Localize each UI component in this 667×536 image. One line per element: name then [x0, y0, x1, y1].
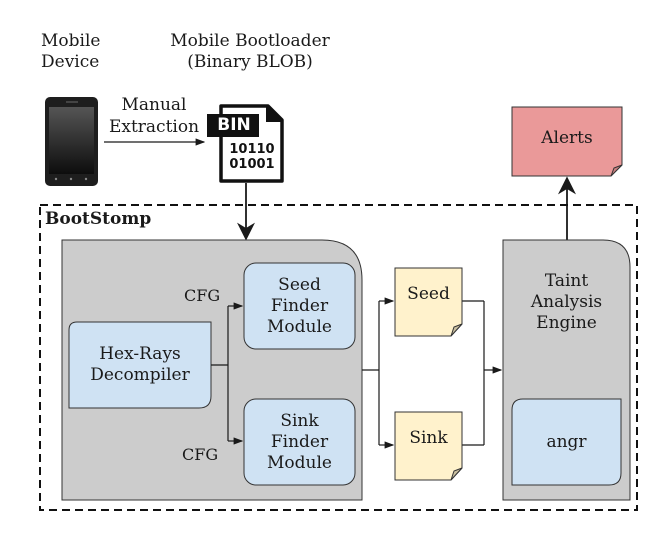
bin-tag: BIN: [217, 115, 251, 135]
sink-finder-box: [243, 398, 356, 486]
seed-finder-line3: Module: [267, 316, 332, 337]
hexrays-label-line1: Hex-Rays: [99, 344, 181, 364]
alerts-note: [511, 106, 623, 177]
seed-finder-line2: Finder: [270, 295, 329, 316]
binary-digits-line1: 10110: [229, 142, 275, 157]
hexrays-label-line2: Decompiler: [90, 365, 190, 385]
angr-label: angr: [546, 431, 587, 452]
binary-digits: 10110 01001: [224, 142, 280, 172]
hexrays-box: [68, 321, 212, 409]
bootloader-label-line2: (Binary BLOB): [187, 52, 313, 72]
sink-finder-label: Sink Finder Module: [244, 399, 355, 485]
binary-file-icon: [207, 104, 284, 183]
manual-extraction-label: Manual Extraction: [104, 94, 204, 138]
bootstomp-boundary: [39, 204, 638, 511]
manual-extraction-line1: Manual: [121, 95, 187, 115]
taint-engine-line2: Analysis: [530, 291, 603, 312]
angr-box: [511, 398, 622, 486]
sink-finder-line2: Finder: [270, 431, 329, 452]
sink-note-label: Sink: [409, 427, 448, 448]
cfg-connectors: [211, 302, 244, 445]
taint-engine-line1: Taint: [544, 270, 589, 291]
alerts-label: Alerts: [541, 127, 593, 148]
bootloader-label: Mobile Bootloader (Binary BLOB): [170, 31, 330, 73]
mobile-device-label: Mobile Device: [41, 31, 100, 73]
seed-note-label: Seed: [407, 283, 450, 304]
bootstomp-title: BootStomp: [45, 209, 152, 229]
cfg-label-top: CFG: [184, 286, 221, 305]
seed-finder-box: [243, 262, 356, 350]
taint-engine-label: Taint Analysis Engine: [503, 262, 630, 342]
seed-finder-label: Seed Finder Module: [244, 263, 355, 349]
seed-sink-connectors: [362, 297, 503, 449]
mobile-phone-icon: [45, 97, 98, 186]
manual-extraction-line2: Extraction: [108, 117, 200, 137]
mobile-device-label-line2: Device: [41, 52, 100, 72]
binary-digits-line2: 01001: [229, 157, 275, 172]
taint-engine-line3: Engine: [536, 312, 597, 333]
hexrays-label: Hex-Rays Decompiler: [69, 322, 211, 408]
sink-finder-line1: Sink: [280, 410, 319, 431]
seed-note: [394, 267, 463, 337]
cfg-label-bottom: CFG: [182, 445, 219, 464]
mobile-device-label-line1: Mobile: [41, 31, 101, 51]
sink-finder-line3: Module: [267, 452, 332, 473]
seed-finder-line1: Seed: [278, 274, 321, 295]
bootloader-label-line1: Mobile Bootloader: [170, 31, 330, 51]
sink-note: [394, 411, 463, 481]
